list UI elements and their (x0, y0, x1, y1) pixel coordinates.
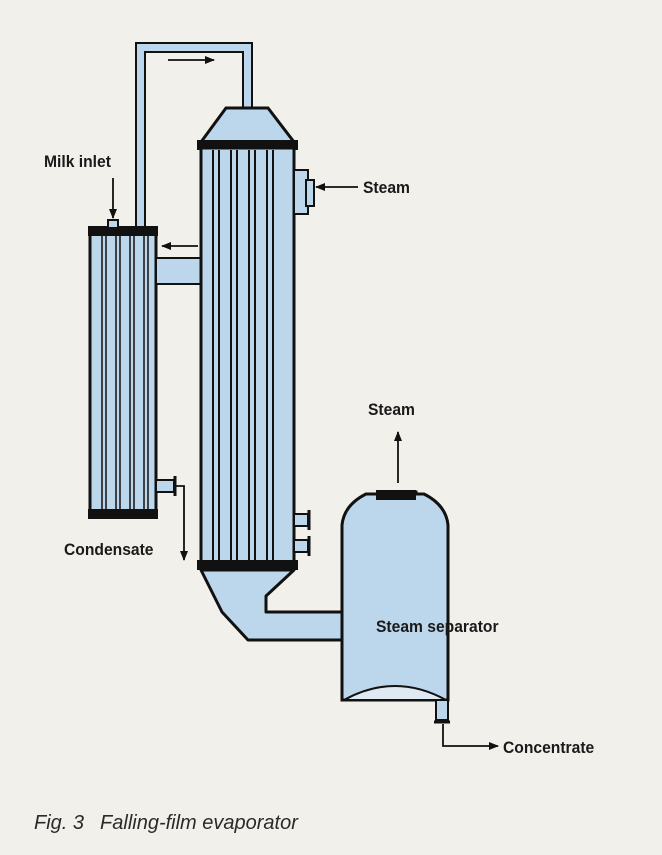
steam-inlet-label: Steam (363, 178, 410, 197)
steam-separator (340, 490, 450, 724)
figure-caption: Fig. 3 Falling-film evaporator (34, 812, 298, 835)
condensate-arrow (176, 485, 188, 561)
steam-separator-label: Steam separator (376, 617, 499, 636)
steam-outlet-label: Steam (368, 400, 415, 419)
concentrate-arrow (442, 724, 499, 750)
figure-title: Falling-film evaporator (100, 812, 298, 834)
milk-inlet-label: Milk inlet (44, 152, 111, 171)
preheater (88, 219, 177, 519)
figure-number: Fig. 3 (34, 812, 85, 834)
concentrate-label: Concentrate (503, 738, 595, 757)
connecting-duct (155, 257, 203, 285)
flow-arrows (109, 56, 499, 750)
evaporator (197, 106, 348, 642)
condensate-label: Condensate (64, 540, 154, 559)
